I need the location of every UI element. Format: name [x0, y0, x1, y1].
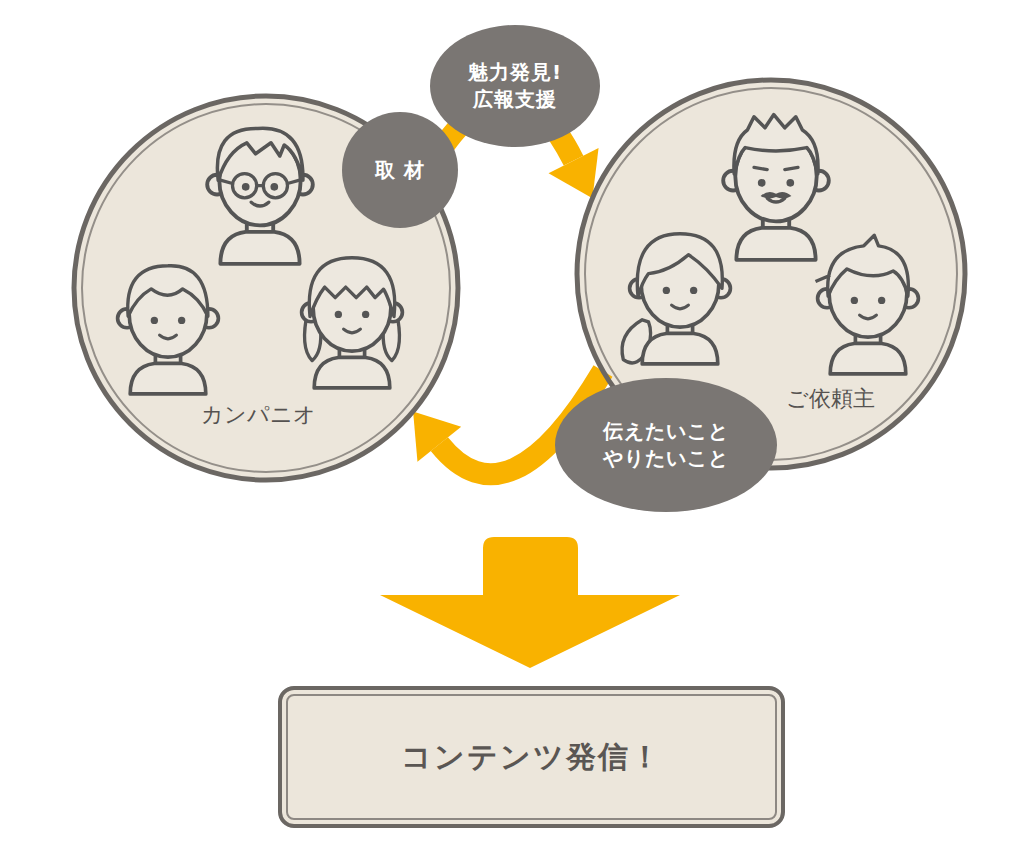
arrow-head	[549, 148, 599, 198]
bubble-shape	[555, 378, 777, 512]
node-label: 伝えたいこと やりたいこと	[596, 418, 736, 472]
group-name: カンパニオ	[201, 400, 316, 430]
node-label: コンテンツ発信！	[401, 737, 662, 778]
node-label: 取 材	[375, 157, 425, 184]
group-name: ご依頼主	[786, 384, 875, 414]
node-label: 魅力発見! 広報支援	[463, 59, 567, 113]
arrow-head	[413, 411, 461, 461]
label-bubble: 取 材	[342, 112, 458, 228]
label-bubble: 伝えたいこと やりたいこと	[555, 378, 777, 512]
result-box: コンテンツ発信！	[278, 686, 785, 828]
label-bubble: 魅力発見! 広報支援	[430, 25, 600, 147]
bubble-shape	[430, 25, 600, 147]
